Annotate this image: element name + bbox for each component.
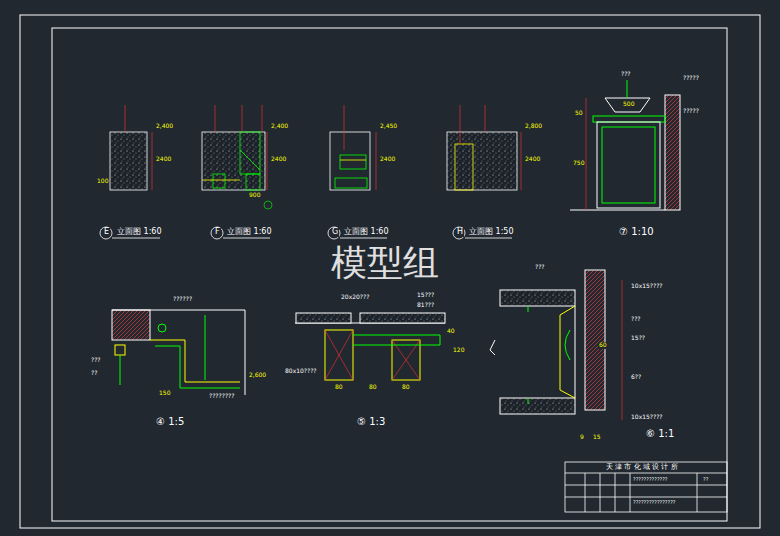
- note: 15???: [416, 292, 435, 299]
- note: ???: [630, 316, 642, 323]
- table-cell: ????????????????: [632, 500, 676, 506]
- view-title: ④ 1:5: [155, 416, 185, 427]
- dimension: 9: [579, 434, 585, 441]
- dimension: 2,600: [248, 372, 267, 379]
- dimension: 120: [452, 347, 465, 354]
- view-title: 立面图 1:60: [343, 228, 390, 237]
- view-title: 立面图 1:60: [116, 228, 163, 237]
- dimension: 2,400: [155, 123, 174, 130]
- dimension: 15: [592, 434, 602, 441]
- note: ??: [90, 370, 98, 377]
- table-cell: ?????????????: [632, 477, 669, 483]
- view-title: 立面图 1:60: [226, 228, 273, 237]
- dimension: 2400: [270, 156, 287, 163]
- dimension: 2,800: [524, 123, 543, 130]
- dimension: 2,400: [270, 123, 289, 130]
- dimension: 2400: [524, 156, 541, 163]
- dimension: 150: [158, 390, 171, 397]
- dimension: 100: [96, 178, 109, 185]
- callout-letter: G: [331, 228, 339, 237]
- dimension: 80: [401, 384, 411, 391]
- callout-letter: H: [456, 228, 464, 237]
- view-title: ⑤ 1:3: [356, 416, 386, 427]
- note: 80x10????: [284, 368, 318, 375]
- note: 81???: [416, 302, 435, 309]
- note: ???: [620, 71, 632, 78]
- note: 10x15????: [630, 414, 664, 421]
- callout-letter: F: [214, 228, 221, 237]
- view-title: ⑥ 1:1: [645, 428, 675, 439]
- note: 10x15????: [630, 283, 664, 290]
- note: 15??: [630, 335, 646, 342]
- note: 6??: [630, 374, 642, 381]
- dimension: 500: [622, 101, 635, 108]
- note: ???: [90, 357, 102, 364]
- callout-letter: E: [103, 228, 110, 237]
- dimension: 2400: [155, 156, 172, 163]
- dimension: 900: [248, 192, 261, 199]
- note: ???: [534, 264, 546, 271]
- dimension: 40: [446, 328, 456, 335]
- dimension: 80: [368, 384, 378, 391]
- table-cell: ??: [702, 477, 709, 483]
- watermark: 模型组: [330, 243, 440, 283]
- dimension: 750: [572, 160, 585, 167]
- dimension: 2400: [379, 156, 396, 163]
- view-title: 立面图 1:50: [468, 228, 515, 237]
- dimension: 60: [598, 342, 608, 349]
- view-title: ⑦ 1:10: [618, 226, 655, 237]
- note: ????????: [208, 393, 235, 400]
- note: ??????: [172, 296, 193, 303]
- dimension: 2,450: [379, 123, 398, 130]
- dimension: 50: [574, 110, 584, 117]
- note: 20x20???: [340, 294, 370, 301]
- note: ?????: [682, 108, 700, 115]
- note: ?????: [682, 75, 700, 82]
- dimension: 80: [334, 384, 344, 391]
- title-block-text: 天 津 市 化 域 设 计 所: [605, 464, 679, 472]
